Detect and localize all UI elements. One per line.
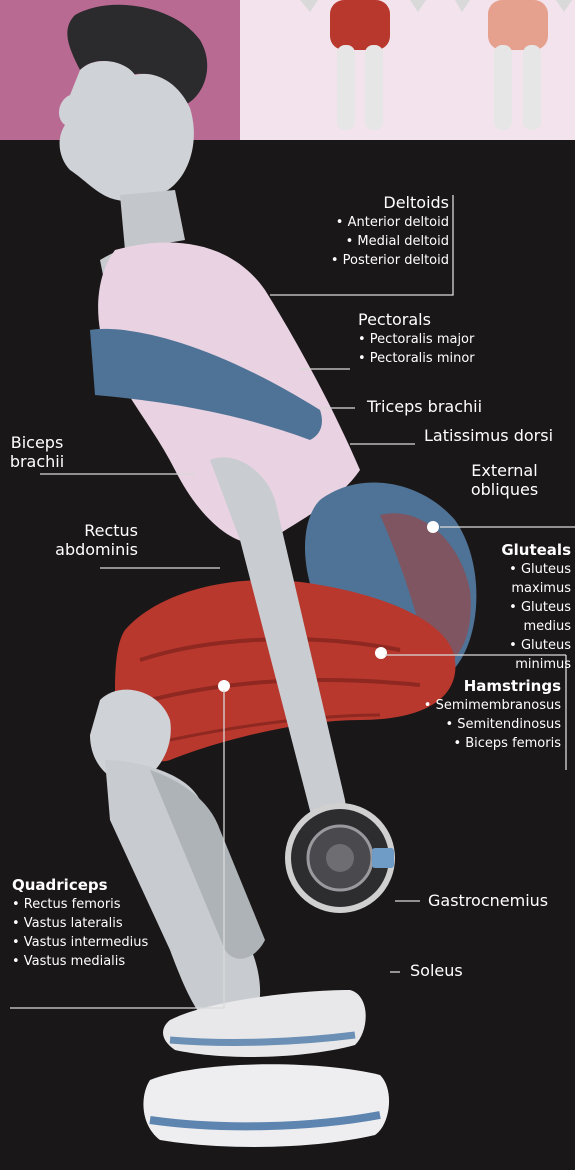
biceps-line: Biceps bbox=[2, 433, 72, 452]
pectorals-title: Pectorals bbox=[358, 310, 431, 329]
label-external-obliques: External obliques bbox=[462, 461, 547, 499]
label-gastrocnemius: Gastrocnemius bbox=[428, 891, 548, 911]
quadriceps-item: • Rectus femoris bbox=[12, 895, 148, 914]
gluteals-item: • Gluteus bbox=[501, 636, 571, 655]
label-triceps: Triceps brachii bbox=[367, 397, 482, 417]
quadriceps-item: • Vastus intermedius bbox=[12, 933, 148, 952]
hamstrings-item: • Semimembranosus bbox=[424, 696, 561, 715]
gluteals-item: medius bbox=[501, 617, 571, 636]
label-latissimus: Latissimus dorsi bbox=[424, 426, 553, 446]
front-shoe bbox=[143, 1064, 389, 1147]
quadriceps-item: • Vastus medialis bbox=[12, 952, 148, 971]
hamstrings-item: • Semitendinosus bbox=[424, 715, 561, 734]
label-soleus: Soleus bbox=[410, 961, 463, 981]
latissimus-title: Latissimus dorsi bbox=[424, 426, 553, 445]
gluteals-item: maximus bbox=[501, 579, 571, 598]
deltoids-item: • Posterior deltoid bbox=[331, 251, 449, 270]
hamstrings-item: • Biceps femoris bbox=[424, 734, 561, 753]
quadriceps-item: • Vastus lateralis bbox=[12, 914, 148, 933]
label-quadriceps: Quadriceps • Rectus femoris • Vastus lat… bbox=[12, 876, 148, 971]
label-gluteals: Gluteals • Gluteus maximus • Gluteus med… bbox=[501, 541, 571, 674]
gluteals-item: minimus bbox=[501, 655, 571, 674]
deltoids-item: • Anterior deltoid bbox=[331, 213, 449, 232]
deltoids-title: Deltoids bbox=[383, 193, 449, 212]
label-hamstrings: Hamstrings • Semimembranosus • Semitendi… bbox=[424, 677, 561, 753]
label-pectorals: Pectorals • Pectoralis major • Pectorali… bbox=[358, 310, 475, 368]
triceps-title: Triceps brachii bbox=[367, 397, 482, 416]
soleus-title: Soleus bbox=[410, 961, 463, 980]
label-deltoids: Deltoids • Anterior deltoid • Medial del… bbox=[331, 193, 449, 270]
rectus-abdominis-line: Rectus bbox=[55, 521, 138, 540]
rectus-abdominis-line: abdominis bbox=[55, 540, 138, 559]
hamstrings-title: Hamstrings bbox=[464, 677, 561, 695]
biceps-line: brachii bbox=[2, 452, 72, 471]
label-rectus-abdominis: Rectus abdominis bbox=[55, 521, 138, 559]
external-obliques-line: obliques bbox=[462, 480, 547, 499]
gastrocnemius-title: Gastrocnemius bbox=[428, 891, 548, 910]
thumbnail-figures bbox=[300, 0, 572, 130]
pectorals-item: • Pectoralis major bbox=[358, 330, 475, 349]
gluteals-item: • Gluteus bbox=[501, 560, 571, 579]
gluteals-title: Gluteals bbox=[501, 541, 571, 559]
deltoids-item: • Medial deltoid bbox=[331, 232, 449, 251]
pectorals-item: • Pectoralis minor bbox=[358, 349, 475, 368]
barbell-plate bbox=[288, 806, 394, 910]
external-obliques-line: External bbox=[462, 461, 547, 480]
quadriceps-title: Quadriceps bbox=[12, 876, 108, 894]
label-biceps: Biceps brachii bbox=[2, 433, 72, 471]
gluteals-item: • Gluteus bbox=[501, 598, 571, 617]
